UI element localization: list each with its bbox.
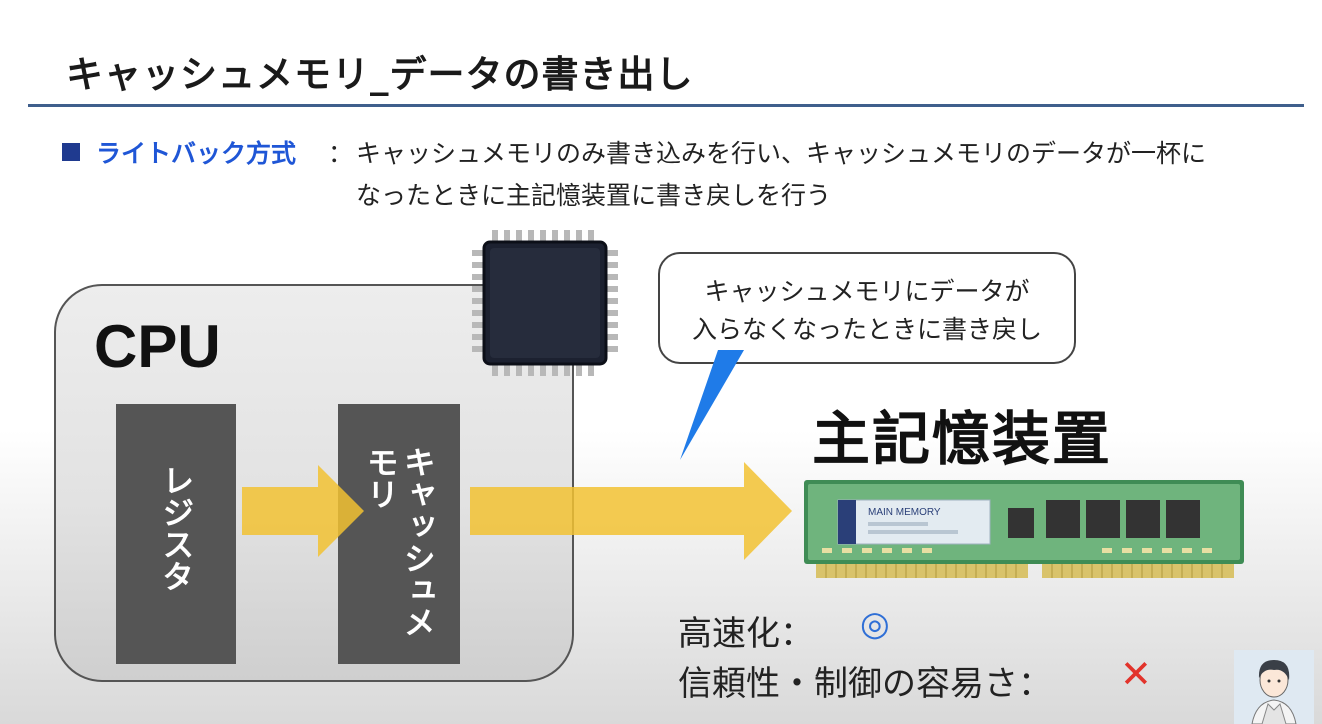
callout-line-1: キャッシュメモリにデータが	[704, 277, 1030, 306]
page-title: キャッシュメモリ_データの書き出し	[66, 53, 694, 96]
description-line-2: なったときに主記憶装置に書き戻しを行う	[356, 181, 832, 210]
description-line-1: キャッシュメモリのみ書き込みを行い、キャッシュメモリのデータが一杯に	[356, 139, 1207, 168]
double-circle-icon: ◎	[860, 604, 890, 644]
arrow-cache-to-main-memory	[470, 462, 792, 560]
main-memory-title: 主記憶装置	[812, 405, 1113, 473]
cpu-chip-icon	[472, 230, 618, 376]
cross-mark-icon: ✕	[1120, 652, 1152, 696]
register-label: レジスタ	[157, 464, 196, 592]
presenter-avatar-icon	[1234, 650, 1314, 724]
callout-line-2: 入らなくなったときに書き戻し	[691, 315, 1042, 344]
ram-sticker-text: MAIN MEMORY	[868, 507, 941, 518]
term-colon: ：	[328, 139, 354, 168]
callout-tail	[680, 350, 744, 460]
ram-module-icon: MAIN MEMORY	[804, 480, 1244, 578]
cache-memory-label: キャッシュメモリ	[362, 446, 437, 638]
bullet-square-icon	[62, 143, 80, 161]
arrow-register-to-cache	[242, 465, 364, 557]
cache-memory-block: キャッシュメモリ	[338, 404, 460, 664]
register-block: レジスタ	[116, 404, 236, 664]
cpu-label: CPU	[94, 313, 221, 380]
callout-bubble: キャッシュメモリにデータが 入らなくなったときに書き戻し	[658, 252, 1076, 364]
speed-label: 高速化：	[678, 614, 814, 654]
method-term: ライトバック方式	[96, 139, 297, 168]
title-underline	[28, 104, 1304, 107]
reliability-label: 信頼性・制御の容易さ：	[678, 664, 1052, 704]
